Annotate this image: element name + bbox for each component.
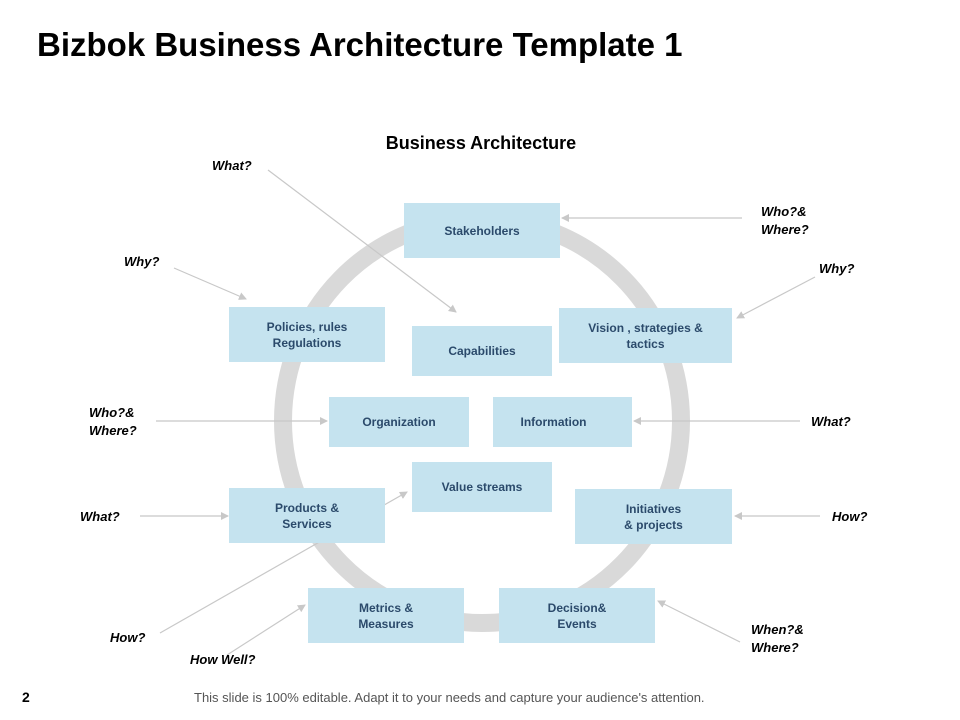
label-what-right: What? [811,414,851,429]
label-who-where-top: Who?& Where? [761,204,809,237]
box-decision: Decision& Events [499,588,655,643]
label-how-well: How Well? [190,652,256,667]
box-stakeholders: Stakeholders [404,203,560,258]
slide-title: Bizbok Business Architecture Template 1 [37,26,683,63]
label-who-where-left: Who?& Where? [89,405,137,438]
box-capabilities: Capabilities [412,326,552,376]
label-when-where: When?& Where? [751,622,804,655]
box-information: Information [493,397,632,447]
box-metrics: Metrics & Measures [308,588,464,643]
diagram-title: Business Architecture [385,133,577,153]
box-organization: Organization [329,397,469,447]
box-vision: Vision , strategies & tactics [559,308,732,363]
footer-note: This slide is 100% editable. Adapt it to… [194,690,705,705]
arrow-what-top [267,169,457,313]
label-why-right: Why? [819,261,855,276]
arrow-how-well [226,604,306,656]
label-what-top: What? [212,158,252,173]
label-how-right: How? [832,509,868,524]
arrow-why-right [736,276,816,319]
box-policies: Policies, rules Regulations [229,307,385,362]
arrow-when-where [657,600,741,643]
box-products: Products & Services [229,488,385,543]
label-why-left: Why? [124,254,160,269]
label-how-left: How? [110,630,146,645]
label-what-left: What? [80,509,120,524]
arrow-why-left [173,267,247,300]
box-initiatives: Initiatives & projects [575,489,732,544]
box-value-streams: Value streams [412,462,552,512]
page-number: 2 [22,689,30,705]
